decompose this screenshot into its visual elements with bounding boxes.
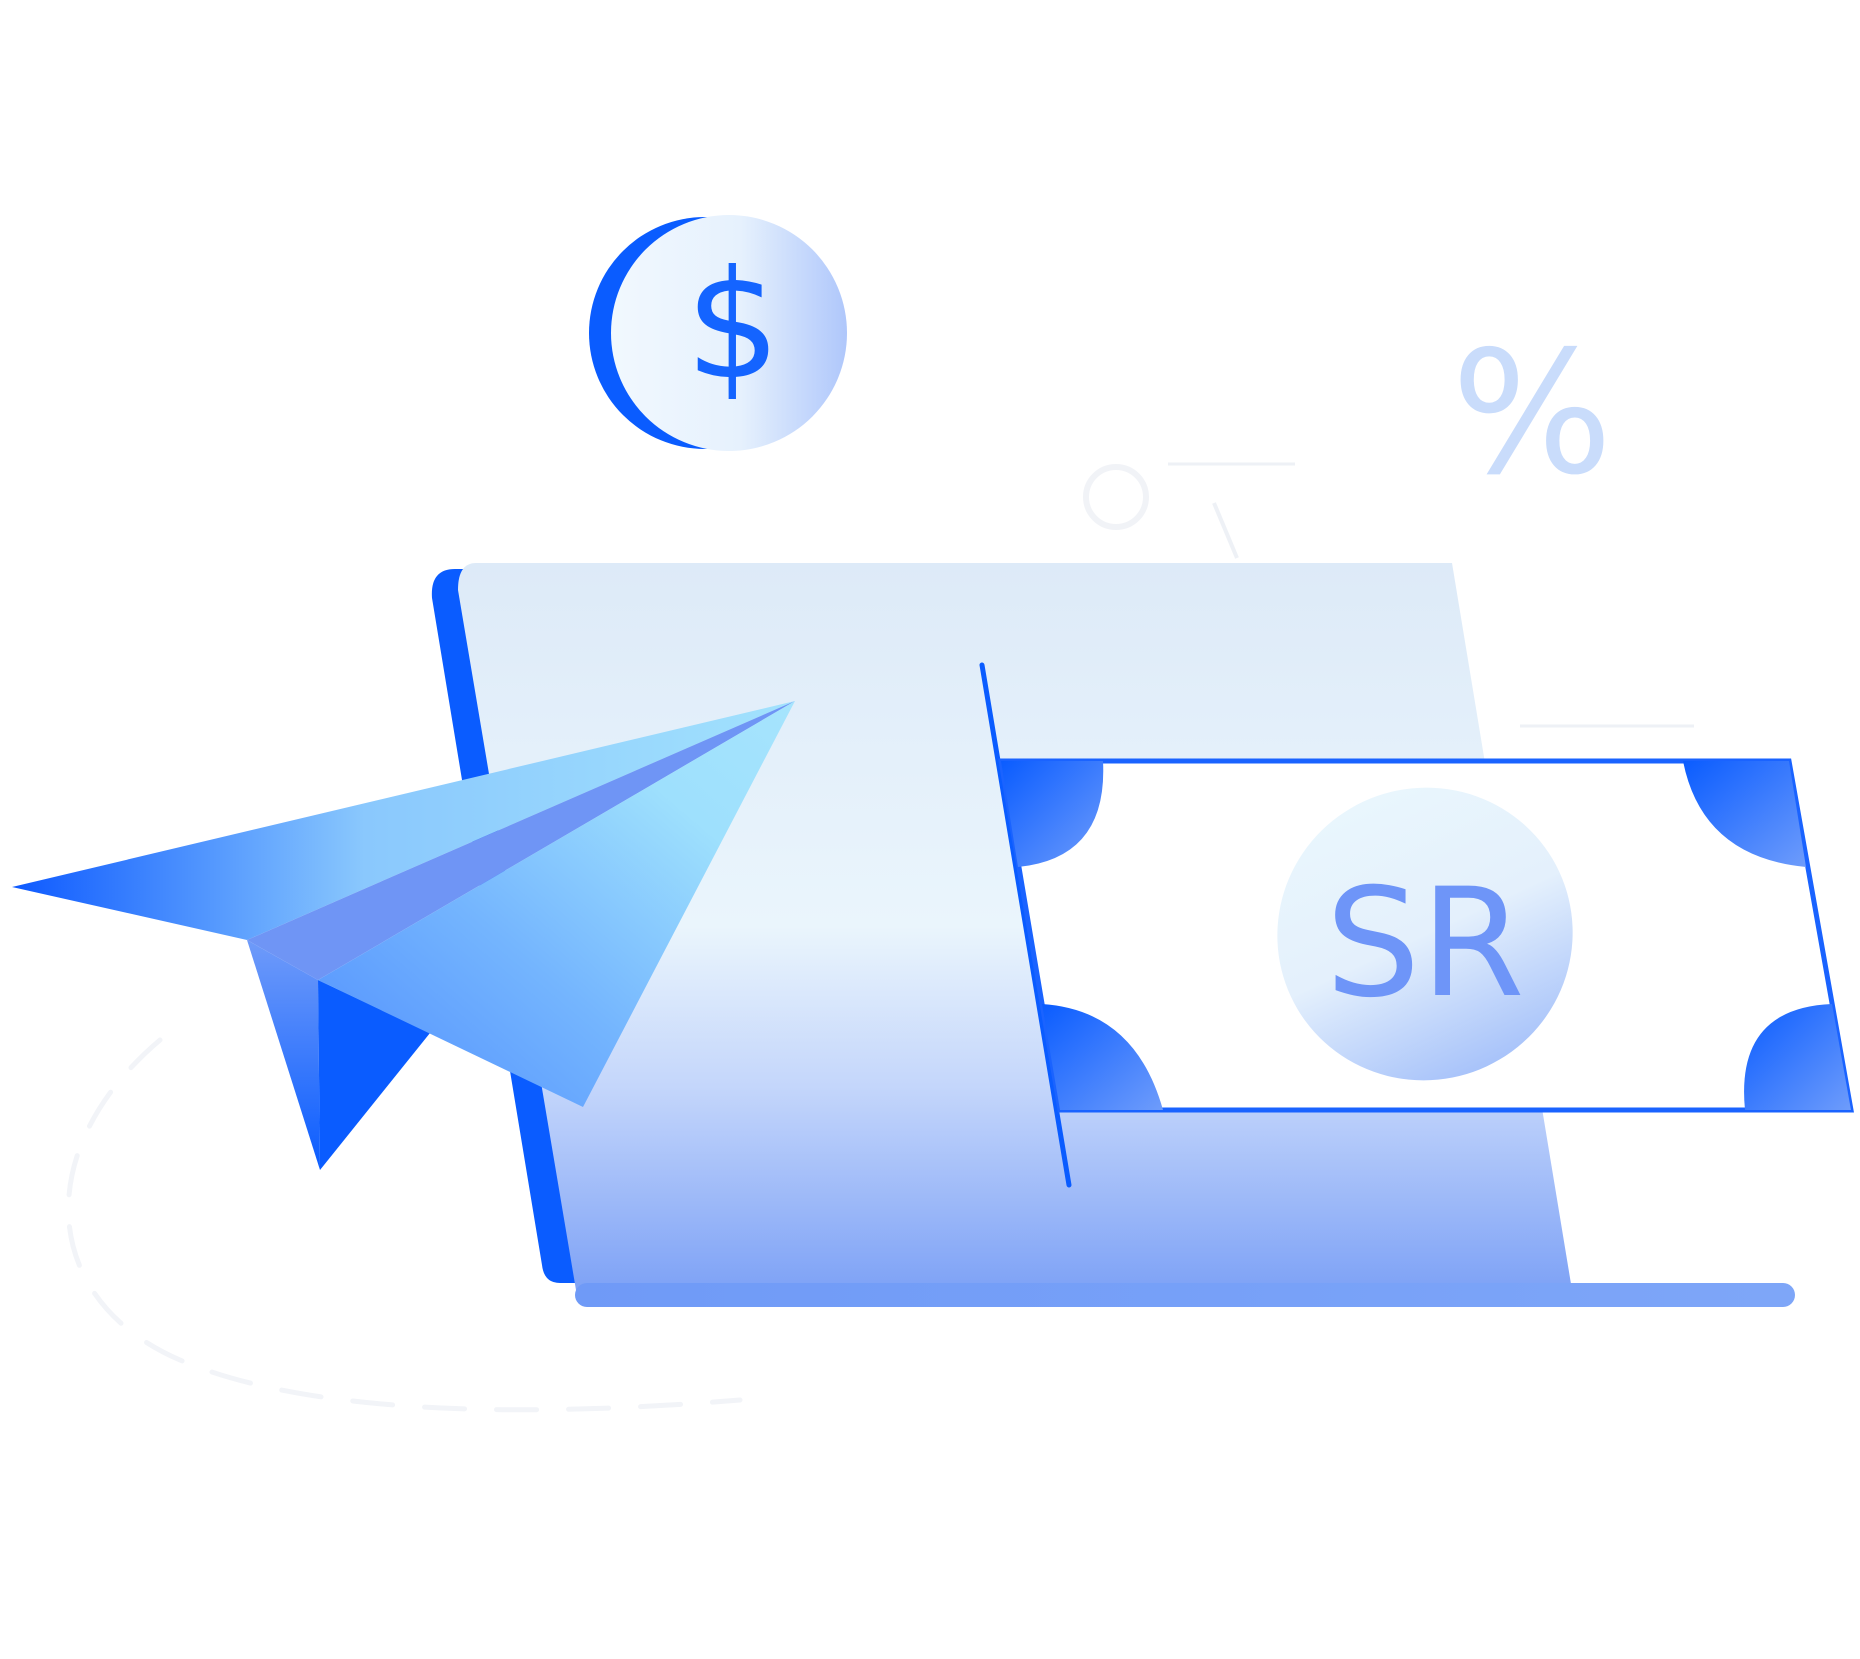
- banknote-seal: [1277, 787, 1573, 1081]
- percent-icon: %: [1451, 315, 1613, 513]
- banknote-corner-top-left: [1001, 761, 1104, 867]
- banknote-corner-top-right: [1683, 761, 1806, 867]
- banknote-icon: SR: [979, 662, 1854, 1188]
- plane-wing-right: [318, 701, 795, 1107]
- plane-wing-left: [12, 701, 795, 940]
- plane-keel-right: [318, 980, 430, 1170]
- decorative-lines: [1083, 462, 1694, 728]
- laptop-base: [575, 1283, 1795, 1307]
- plane-keel-left: [247, 940, 320, 1170]
- banknote-corner-bottom-right: [1744, 1004, 1851, 1110]
- coin-symbol: $: [685, 239, 780, 413]
- motion-trail: [66, 1037, 743, 1413]
- dollar-coin-icon: $: [589, 215, 847, 451]
- banknote-corner-bottom-left: [1042, 1004, 1163, 1110]
- small-circle: [1083, 464, 1149, 530]
- paper-plane-icon: [12, 701, 795, 1170]
- banknote-currency-label: SR: [1325, 857, 1524, 1031]
- plane-fold-shadow: [247, 701, 795, 980]
